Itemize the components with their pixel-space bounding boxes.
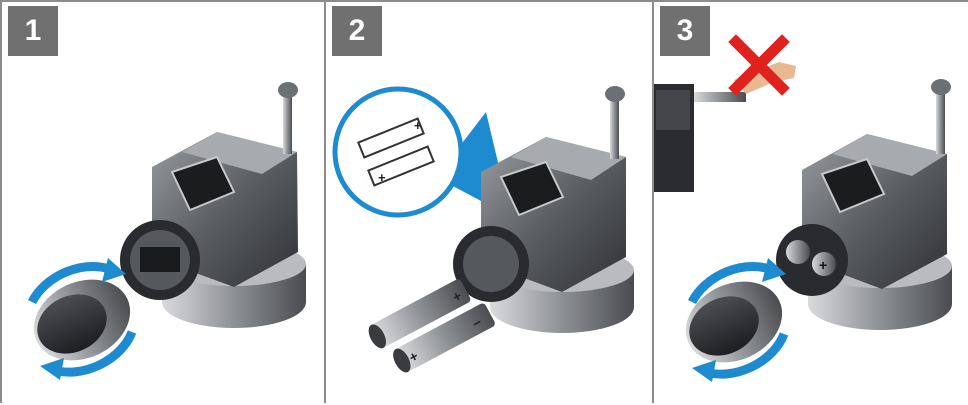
forbidden-x-icon [728, 34, 790, 96]
step-1-panel: 1 [0, 0, 326, 403]
step-number-badge: 2 [332, 6, 382, 56]
plus-sign: + [378, 170, 386, 185]
step-2-panel: 2 + + [326, 0, 654, 403]
step-number-badge: 1 [8, 6, 58, 56]
step-3-panel: 3 [654, 0, 968, 403]
battery-icon [357, 117, 435, 187]
plus-sign: + [414, 118, 422, 133]
battery-callout [332, 86, 464, 218]
step-number-badge: 3 [660, 6, 710, 56]
probe-illustration: + [654, 34, 952, 382]
probe-illustration [27, 82, 306, 380]
probe-illustration: + + + + − [332, 86, 634, 373]
plus-sign: + [819, 257, 827, 273]
